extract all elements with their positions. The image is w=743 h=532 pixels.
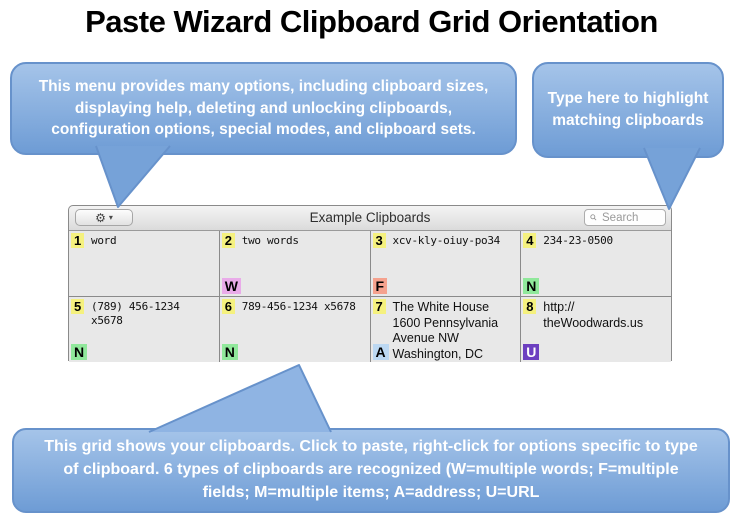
- clipboard-cell-7[interactable]: 7 The White House 1600 Pennsylvania Aven…: [370, 297, 521, 362]
- callout-menu-hint-text: This menu provides many options, includi…: [38, 78, 489, 139]
- callout-menu-hint: This menu provides many options, includi…: [10, 62, 517, 155]
- clipboard-text: two words: [241, 234, 299, 247]
- chevron-down-icon: ▾: [108, 212, 113, 222]
- clipboard-cell-6[interactable]: 6 789-456-1234 x5678 N: [219, 297, 370, 362]
- clipboard-number-badge: 8: [523, 299, 537, 314]
- clipboard-text: http:// theWoodwards.us: [543, 300, 644, 330]
- clipboard-number-badge: 3: [372, 233, 386, 248]
- window-title: Example Clipboards: [309, 210, 431, 225]
- clipboard-text: xcv-kly-oiuy-po34: [392, 234, 501, 247]
- type-badge: A: [372, 344, 389, 360]
- type-badge: N: [71, 344, 88, 360]
- clipboard-text: (789) 456-1234 x5678: [91, 300, 180, 328]
- page-title: Paste Wizard Clipboard Grid Orientation: [85, 4, 658, 39]
- type-badge: U: [523, 344, 540, 360]
- clipboard-number-badge: 6: [221, 299, 235, 314]
- clipboard-cell-1[interactable]: 1 word: [69, 231, 219, 296]
- gear-menu-button[interactable]: ⚙ ▾: [75, 209, 133, 226]
- clipboard-number-badge: 5: [71, 299, 85, 314]
- type-badge: F: [372, 278, 388, 294]
- type-badge: W: [221, 278, 241, 294]
- callout-grid-hint: This grid shows your clipboards. Click t…: [12, 428, 730, 513]
- clipboard-text: 234-23-0500: [543, 234, 613, 247]
- clipboard-text: 789-456-1234 x5678: [241, 300, 356, 313]
- clipboard-window: Example Clipboards ⚙ ▾ 1 word 2 two: [68, 205, 672, 362]
- type-badge: N: [221, 344, 238, 360]
- clipboard-number-badge: 7: [372, 299, 386, 314]
- clipboard-cell-4[interactable]: 4 234-23-0500 N: [521, 231, 671, 296]
- callout-grid-tail: [148, 364, 332, 433]
- clipboard-grid: 1 word 2 two words W 3 xcv-kly-oiuy-po34…: [69, 231, 671, 362]
- callout-search-hint: Type here to highlight matching clipboar…: [532, 62, 724, 158]
- window-toolbar: Example Clipboards ⚙ ▾: [69, 206, 671, 231]
- clipboard-cell-3[interactable]: 3 xcv-kly-oiuy-po34 F: [370, 231, 521, 296]
- clipboard-cell-5[interactable]: 5 (789) 456-1234 x5678 N: [69, 297, 219, 362]
- clipboard-text: The White House 1600 Pennsylvania Avenue…: [392, 300, 499, 361]
- callout-menu-tail: [95, 145, 171, 208]
- type-badge: N: [523, 278, 540, 294]
- clipboard-cell-8[interactable]: 8 http:// theWoodwards.us U: [521, 297, 671, 362]
- clipboard-cell-2[interactable]: 2 two words W: [219, 231, 370, 296]
- clipboard-text: word: [91, 234, 117, 247]
- gear-icon: ⚙: [95, 210, 106, 225]
- search-field[interactable]: [584, 209, 666, 226]
- callout-search-hint-text: Type here to highlight matching clipboar…: [547, 90, 709, 129]
- callout-grid-hint-text: This grid shows your clipboards. Click t…: [44, 438, 698, 501]
- search-icon: [590, 214, 597, 221]
- search-input[interactable]: [600, 210, 660, 225]
- clipboard-number-badge: 1: [71, 233, 85, 248]
- clipboard-number-badge: 2: [221, 233, 235, 248]
- clipboard-number-badge: 4: [523, 233, 537, 248]
